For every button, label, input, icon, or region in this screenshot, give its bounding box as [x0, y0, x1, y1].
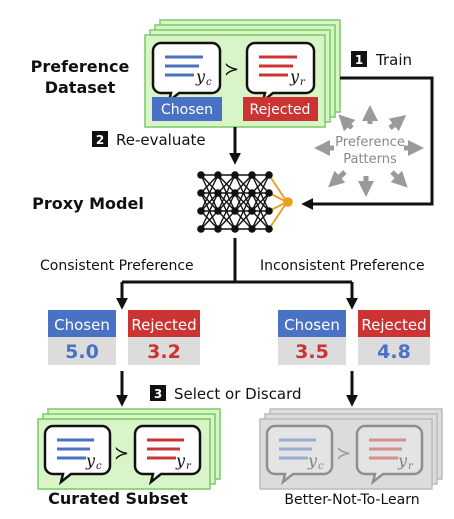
inconsistent-chosen-label: Chosen	[284, 316, 340, 334]
preference-patterns-label-1: Preference	[335, 135, 405, 150]
discarded-stack	[259, 408, 443, 490]
svg-text:≻: ≻	[336, 443, 351, 464]
svg-text:r: r	[186, 461, 192, 472]
curated-chosen-bubble: y c	[43, 424, 112, 486]
preference-dataset-title-1: Preference	[31, 57, 130, 76]
rejected-response-bubble: y r	[245, 41, 316, 105]
step-3-number: 3	[154, 387, 162, 401]
yr-subscript: r	[300, 77, 306, 88]
svg-text:≻: ≻	[114, 443, 129, 464]
svg-text:y: y	[85, 451, 96, 470]
consistent-chosen-score: 5.0	[65, 341, 99, 363]
preference-patterns-arrows	[313, 104, 425, 198]
chosen-tag-label: Chosen	[161, 102, 213, 118]
train-arrow	[301, 76, 434, 210]
train-label: Train	[375, 51, 412, 69]
step-1-number: 1	[355, 53, 363, 67]
split-lines	[120, 238, 354, 303]
step-2-number: 2	[96, 133, 104, 147]
svg-text:c: c	[96, 461, 102, 472]
yc-symbol: y	[195, 67, 206, 86]
svg-text:y: y	[175, 451, 186, 470]
preference-patterns-label-2: Patterns	[343, 152, 397, 167]
step-1-badge	[351, 51, 367, 67]
rejected-tag	[243, 97, 318, 121]
inconsistent-label: Inconsistent Preference	[260, 258, 425, 274]
consistent-scores: Chosen 5.0 Rejected 3.2	[48, 310, 200, 365]
preference-dataset-title-2: Dataset	[45, 78, 116, 97]
inconsistent-chosen-score: 3.5	[295, 341, 329, 363]
step-3-badge	[150, 385, 166, 401]
discarded-chosen-bubble: y c	[265, 424, 334, 486]
preference-gt-symbol: ≻	[224, 59, 239, 80]
proxy-model-network	[200, 174, 270, 230]
consistent-rejected-label: Rejected	[131, 316, 196, 334]
svg-text:c: c	[318, 461, 324, 472]
better-not-to-learn-title: Better-Not-To-Learn	[284, 492, 419, 508]
curated-subset-title: Curated Subset	[48, 489, 188, 508]
svg-text:r: r	[408, 461, 414, 472]
chosen-response-bubble: y c	[151, 41, 222, 105]
svg-text:y: y	[307, 451, 318, 470]
proxy-model-nodes	[197, 171, 273, 233]
reevaluate-label: Re-evaluate	[116, 131, 206, 149]
svg-text:y: y	[397, 451, 408, 470]
curated-rejected-bubble: y r	[133, 424, 202, 486]
chosen-tag	[152, 97, 222, 121]
consistent-rejected-score: 3.2	[147, 341, 181, 363]
consistent-chosen-label: Chosen	[54, 316, 110, 334]
discarded-rejected-bubble: y r	[355, 424, 424, 486]
inconsistent-rejected-score: 4.8	[377, 341, 411, 363]
yc-subscript: c	[206, 77, 212, 88]
inconsistent-scores: Chosen 3.5 Rejected 4.8	[278, 310, 430, 365]
rejected-tag-label: Rejected	[250, 102, 311, 118]
inconsistent-rejected-label: Rejected	[361, 316, 426, 334]
consistent-label: Consistent Preference	[40, 258, 194, 274]
yr-symbol: y	[289, 67, 300, 86]
select-label: Select or Discard	[174, 385, 302, 403]
step-2-badge	[92, 131, 108, 147]
proxy-model-output-node	[283, 197, 293, 207]
proxy-model-title: Proxy Model	[32, 194, 144, 213]
